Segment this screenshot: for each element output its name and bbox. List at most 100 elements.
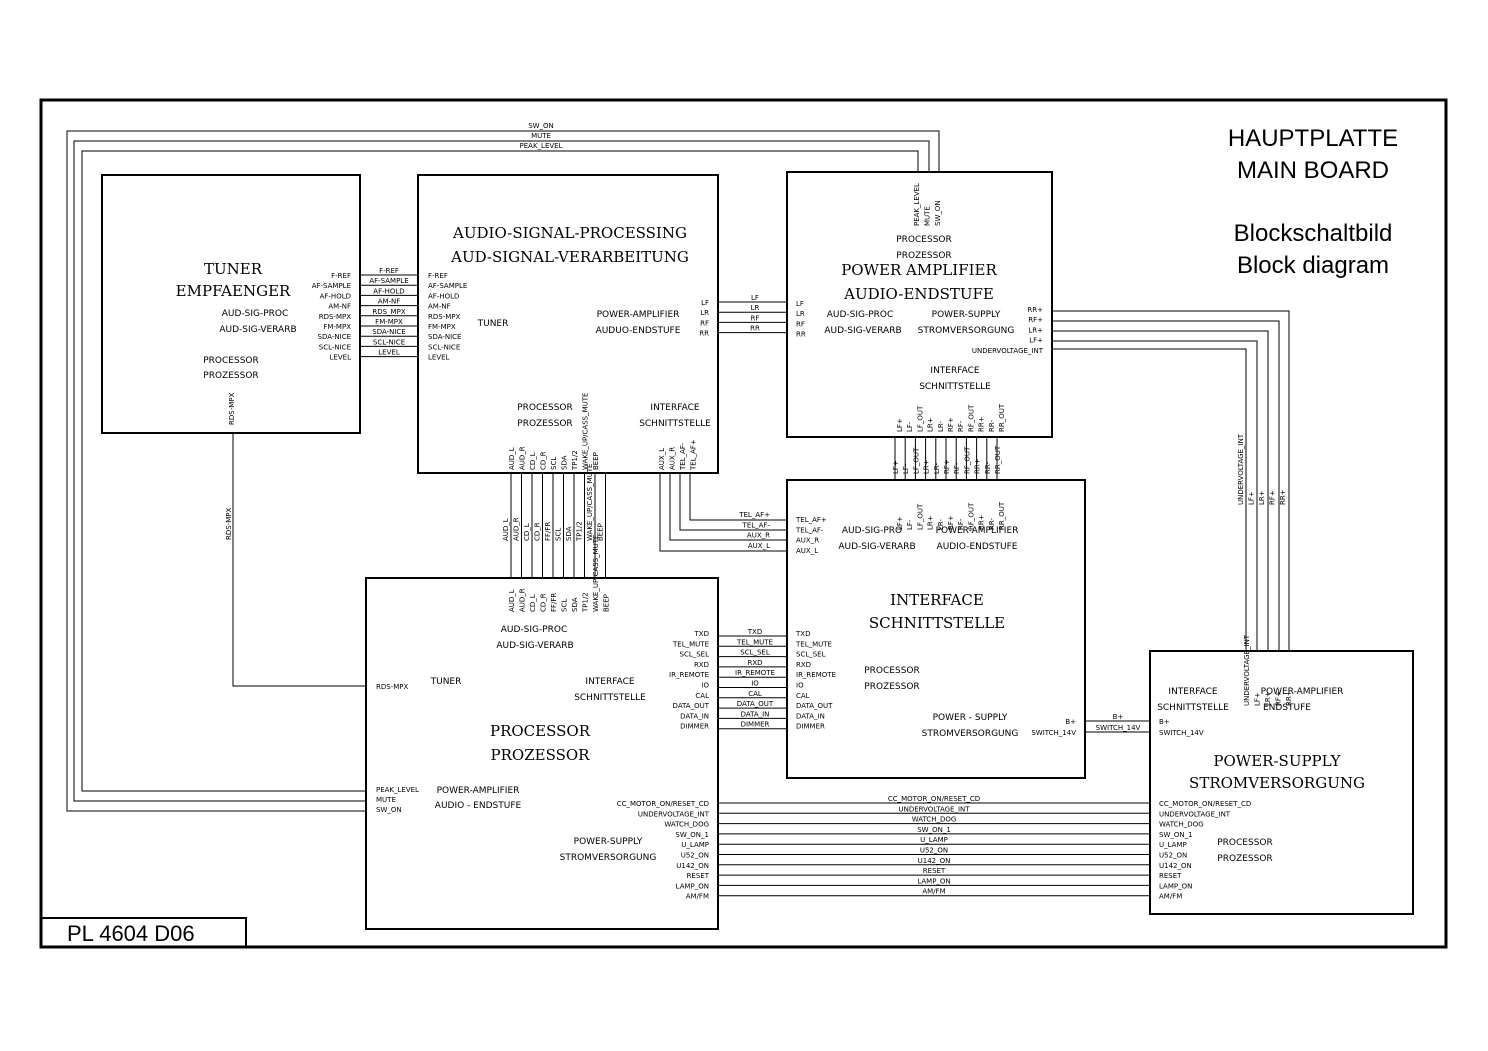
block-label: AUD-SIG-VERARB xyxy=(219,325,296,335)
pin-label: LEVEL xyxy=(330,354,352,362)
pin-label: SW_ON xyxy=(934,200,942,226)
bus-label: SW_ON xyxy=(528,122,554,130)
block-label: TUNER xyxy=(430,677,462,687)
pin-label: AM-NF xyxy=(328,303,351,311)
wire-label: UNDERVOLTAGE_INT xyxy=(1237,433,1245,505)
pin-label: RESET xyxy=(687,872,710,880)
block-label: AUD-SIG-PROC xyxy=(827,310,894,320)
pin-label: FM-MPX xyxy=(323,323,351,331)
wire-label: LF+ xyxy=(892,460,900,474)
pin-label: LR xyxy=(796,310,805,318)
block-label: PROZESSOR xyxy=(896,251,951,261)
block-label: STROMVERSORGUNG xyxy=(922,729,1019,739)
block-title: STROMVERSORGUNG xyxy=(1189,774,1365,792)
block-label: AUDIO-ENDSTUFE xyxy=(937,542,1018,552)
wire-label: SCL_SEL xyxy=(740,649,770,657)
pin-label: IR_REMOTE xyxy=(796,671,836,679)
wire-label: SWITCH_14V xyxy=(1096,724,1141,732)
block-label: PROCESSOR xyxy=(1217,838,1273,848)
pin-label: U_LAMP xyxy=(1159,841,1187,849)
pin-label: SCL_SEL xyxy=(680,651,710,659)
pin-label: RR+ xyxy=(1027,306,1043,314)
pin-label: RDS-MPX xyxy=(376,683,408,691)
block-label: AUD-SIG-PROC xyxy=(501,625,568,635)
block-label: PROCESSOR xyxy=(203,356,259,366)
pin-label: CAL xyxy=(796,692,810,700)
block-label: TUNER xyxy=(477,319,509,329)
pin-label: SCL xyxy=(550,457,558,470)
block-label: PROCESSOR xyxy=(896,235,952,245)
wire-label: DATA_IN xyxy=(741,710,770,718)
pin-label: DATA_IN xyxy=(680,712,709,720)
pin-label: RF xyxy=(700,319,709,327)
pin-label: U52_ON xyxy=(1159,852,1187,860)
block-label: SCHNITTSTELLE xyxy=(1157,703,1229,713)
pin-label: LF+ xyxy=(896,516,904,530)
block-label: AUDUO-ENDSTUFE xyxy=(596,326,681,336)
pin-label: TEL_AF+ xyxy=(795,516,827,524)
wire-label: RR+ xyxy=(974,458,982,474)
block-label: SCHNITTSTELLE xyxy=(574,693,646,703)
pin-label: RR xyxy=(699,330,709,338)
pin-label: RR_OUT xyxy=(998,403,1006,432)
pin-label: AF-HOLD xyxy=(320,292,351,300)
pin-label: RF+ xyxy=(947,515,955,530)
pin-label: RF+ xyxy=(1028,316,1043,324)
pin-label: LF xyxy=(701,299,709,307)
pin-label: RXD xyxy=(694,661,709,669)
pin-label: DIMMER xyxy=(680,723,709,731)
pin-label: SCL-NICE xyxy=(428,343,460,351)
pin-label: LR+ xyxy=(1028,326,1043,334)
block-label: PROCESSOR xyxy=(517,403,573,413)
pin-label: SCL_SEL xyxy=(796,651,826,659)
wire-label: UNDERVOLTAGE_INT xyxy=(898,805,970,813)
pin-label: AUD_L xyxy=(508,447,516,470)
pin-label: AUD_R xyxy=(519,446,527,470)
pa-power-supply-wire xyxy=(1052,320,1280,651)
pin-label: RF_OUT xyxy=(967,404,975,432)
pin-label: WAKE_UP/CASS_MUTE xyxy=(582,393,590,470)
pin-label: IO xyxy=(796,682,804,690)
block-label: AUD-SIG-PROC xyxy=(222,309,289,319)
connection-wires xyxy=(66,130,1290,897)
wire-label: U52_ON xyxy=(920,847,948,855)
block-label: PROZESSOR xyxy=(517,419,572,429)
wire-label: RF- xyxy=(953,462,961,474)
pin-label: IO xyxy=(701,682,709,690)
wire-label: CC_MOTOR_ON/RESET_CD xyxy=(888,795,980,803)
pin-label: PEAK_LEVEL xyxy=(376,786,419,794)
wire-label: WAKE_UP/CASS_MUTE xyxy=(586,464,594,541)
pin-label: B+ xyxy=(1159,718,1170,726)
wire-label: RDS-MPX xyxy=(225,508,233,540)
pin-label: RR- xyxy=(988,420,996,432)
wire-label: TXD xyxy=(747,628,762,636)
pin-label: PEAK_LEVEL xyxy=(913,183,921,226)
pin-label: TXD xyxy=(694,630,709,638)
block-title: POWER AMPLIFIER xyxy=(841,261,997,279)
wire-label: RF_OUT xyxy=(963,446,971,474)
wire-label: SCL-NICE xyxy=(373,338,405,346)
pin-label: U142_ON xyxy=(1159,862,1192,870)
bus-label: PEAK_LEVEL xyxy=(520,142,563,150)
block-label: PROCESSOR xyxy=(864,666,920,676)
pin-label: CD_R xyxy=(540,451,548,470)
pin-label: DATA_IN xyxy=(796,712,825,720)
wire-label: LEVEL xyxy=(378,349,400,357)
pin-label: SCL xyxy=(561,599,569,612)
pin-label: CC_MOTOR_ON/RESET_CD xyxy=(1159,800,1251,808)
power-amplifier-block xyxy=(786,171,1053,438)
wire-label: RR xyxy=(750,325,760,333)
wire-label: RF+ xyxy=(943,459,951,474)
block-label: POWER-AMPLIFIER xyxy=(936,526,1019,536)
wire-label: TEL_MUTE xyxy=(736,638,773,646)
pin-label: LF_OUT xyxy=(916,405,924,432)
pin-label: LF+ xyxy=(1254,692,1262,706)
wire-label: WATCH_DOG xyxy=(912,816,957,824)
pin-label: SW_ON xyxy=(376,806,402,814)
wire-label: CD_R xyxy=(534,522,542,541)
pin-label: RF- xyxy=(957,420,965,432)
bus-mute xyxy=(73,140,930,802)
wire-label: AUX_L xyxy=(748,542,770,550)
wire-label: B+ xyxy=(1113,713,1124,721)
block-label: AUD-SIG-VERARB xyxy=(824,326,901,336)
